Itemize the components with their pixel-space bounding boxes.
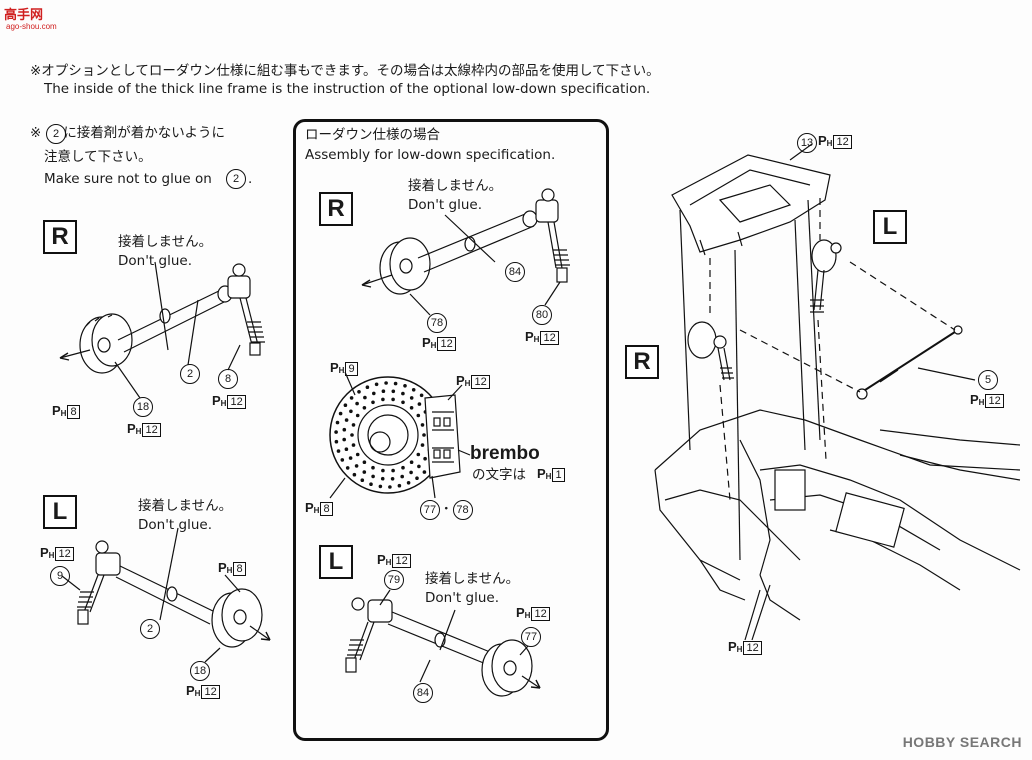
part-number-13: 13 bbox=[797, 133, 817, 153]
no-glue-en-4: Don't glue. bbox=[425, 590, 499, 606]
left-side-label-std: L bbox=[43, 495, 77, 529]
header-note-jp: ※オプションとしてローダウン仕様に組む事もできます。その場合は太線枠内の部品を使… bbox=[30, 63, 660, 79]
caution-jp-line2: 注意して下さい。 bbox=[44, 149, 152, 165]
part-number-2-r: 2 bbox=[180, 364, 200, 384]
part-number-5: 5 bbox=[978, 370, 998, 390]
left-side-label-assembly: L bbox=[873, 210, 907, 244]
caution-en-period: . bbox=[248, 171, 253, 187]
part-number-77-78-disc: 77・78 bbox=[420, 500, 473, 520]
brembo-note: の文字は bbox=[472, 467, 526, 483]
part-number-8-r: 8 bbox=[218, 369, 238, 389]
no-glue-jp-2: 接着しません。 bbox=[408, 178, 503, 194]
header-note-en: The inside of the thick line frame is th… bbox=[44, 81, 651, 97]
lowdown-frame bbox=[293, 119, 609, 741]
caution-en: Make sure not to glue on bbox=[44, 171, 212, 187]
site-logo: 高手网 bbox=[4, 7, 44, 22]
part-number-84-l: 84 bbox=[413, 683, 433, 703]
hub-l-std bbox=[211, 588, 263, 648]
part-number-84-r: 84 bbox=[505, 262, 525, 282]
right-side-label-lowdown: R bbox=[319, 192, 353, 226]
part-number-79-l: 79 bbox=[384, 570, 404, 590]
strut-l-std bbox=[77, 540, 121, 625]
part-number-77-l: 77 bbox=[521, 627, 541, 647]
no-glue-jp-1: 接着しません。 bbox=[118, 234, 213, 250]
part-number-18-r: 18 bbox=[133, 397, 153, 417]
hobby-search-watermark: HOBBY SEARCH bbox=[902, 734, 1022, 750]
strut-r-std bbox=[227, 263, 265, 356]
part-number-78-r: 78 bbox=[427, 313, 447, 333]
part-number-18-l: 18 bbox=[190, 661, 210, 681]
right-side-label-assembly: R bbox=[625, 345, 659, 379]
brembo-logo-text: brembo bbox=[470, 443, 540, 464]
part-number-9-l: 9 bbox=[50, 566, 70, 586]
hub-r-std bbox=[79, 313, 133, 374]
no-glue-jp-4: 接着しません。 bbox=[425, 571, 520, 587]
caution-jp-line1: ※に接着剤が着かないように bbox=[30, 125, 226, 141]
part-number-80-r: 80 bbox=[532, 305, 552, 325]
site-logo-sub: ago-shou.com bbox=[6, 22, 57, 31]
axle-shaft-r-std bbox=[117, 285, 233, 353]
left-side-label-lowdown: L bbox=[319, 545, 353, 579]
right-side-label-std: R bbox=[43, 220, 77, 254]
lowdown-title-en: Assembly for low-down specification. bbox=[305, 147, 556, 163]
part-number-2-caution: 2 bbox=[46, 124, 66, 144]
part-number-2-l: 2 bbox=[140, 619, 160, 639]
no-glue-en-3: Don't glue. bbox=[138, 517, 212, 533]
lowdown-title-jp: ローダウン仕様の場合 bbox=[305, 127, 440, 143]
no-glue-jp-3: 接着しません。 bbox=[138, 498, 233, 514]
no-glue-en-2: Don't glue. bbox=[408, 197, 482, 213]
chassis-assembly bbox=[654, 154, 1021, 641]
axle-shaft-l-std bbox=[115, 565, 216, 625]
no-glue-en-1: Don't glue. bbox=[118, 253, 192, 269]
part-number-2-caution-en: 2 bbox=[226, 169, 246, 189]
